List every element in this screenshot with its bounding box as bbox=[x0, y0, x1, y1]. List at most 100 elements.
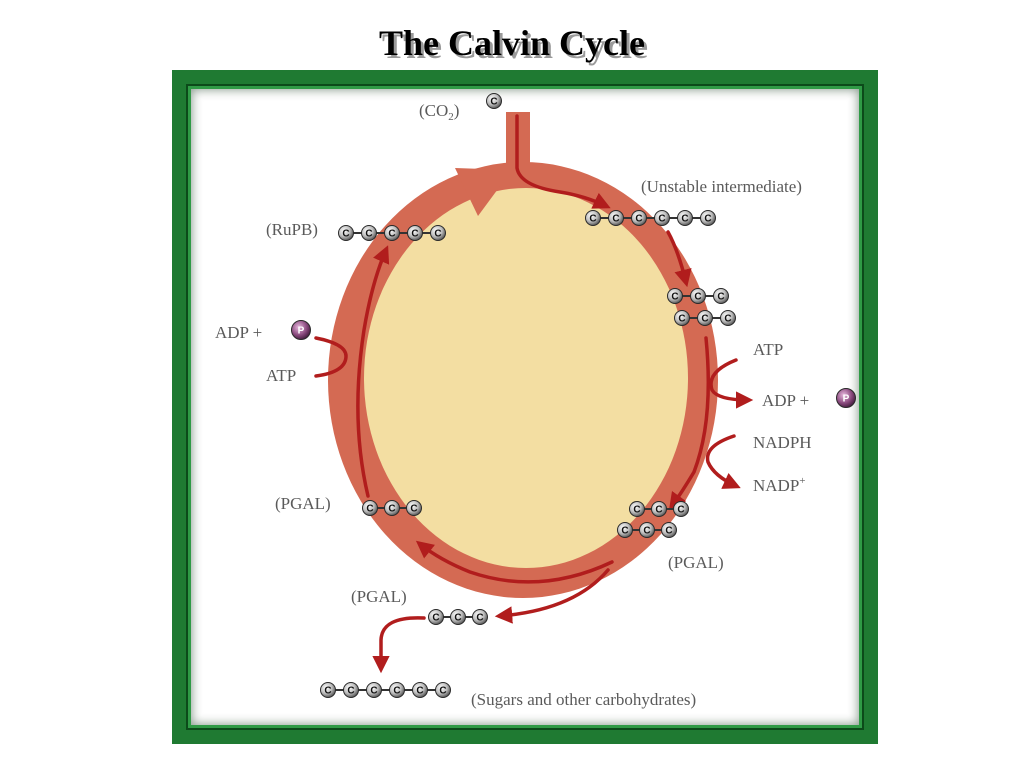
pgal-exit-molecule-carbon: C bbox=[450, 609, 466, 625]
co2-molecule-carbon: C bbox=[486, 93, 502, 109]
pgal-left-molecule-carbon: C bbox=[362, 500, 378, 516]
ring-arrowhead bbox=[455, 168, 512, 216]
svg-text:C: C bbox=[665, 526, 672, 537]
svg-text:C: C bbox=[589, 214, 596, 225]
svg-text:C: C bbox=[388, 229, 395, 240]
sugar-molecule-carbon: C bbox=[389, 682, 405, 698]
unstable-intermediate-carbon: C bbox=[608, 210, 624, 226]
svg-text:C: C bbox=[416, 686, 423, 697]
split-molecule-a-carbon: C bbox=[690, 288, 706, 304]
unstable-intermediate-carbon: C bbox=[631, 210, 647, 226]
svg-text:C: C bbox=[393, 686, 400, 697]
svg-text:C: C bbox=[658, 214, 665, 225]
pgal-bottom-label: (PGAL) bbox=[351, 587, 407, 606]
split-molecule-b-carbon: C bbox=[720, 310, 736, 326]
rupb-molecule-carbon: C bbox=[430, 225, 446, 241]
svg-text:C: C bbox=[411, 229, 418, 240]
pgal-right-molecule-b-carbon: C bbox=[617, 522, 633, 538]
svg-text:C: C bbox=[655, 505, 662, 516]
split-molecule-b-carbon: C bbox=[697, 310, 713, 326]
pgal-right-molecule-a-carbon: C bbox=[673, 501, 689, 517]
co2-label: (CO2) bbox=[419, 101, 459, 123]
arrow-to-rupb bbox=[356, 245, 390, 498]
arrow-intermediate-split bbox=[666, 230, 692, 288]
svg-text:C: C bbox=[490, 97, 497, 108]
arrow-reduction bbox=[668, 336, 710, 511]
sugar-molecule-carbon: C bbox=[366, 682, 382, 698]
adp-left-label: ADP + bbox=[215, 323, 262, 342]
svg-text:C: C bbox=[717, 292, 724, 303]
svg-text:C: C bbox=[621, 526, 628, 537]
svg-text:C: C bbox=[454, 613, 461, 624]
flow-arrows bbox=[314, 114, 754, 674]
rupb-label: (RuPB) bbox=[266, 220, 318, 239]
svg-text:C: C bbox=[681, 214, 688, 225]
svg-text:C: C bbox=[365, 229, 372, 240]
arrow-atp-adp-right bbox=[709, 358, 754, 409]
atp-right-label: ATP bbox=[753, 340, 783, 359]
pgal-exit-molecule-carbon: C bbox=[428, 609, 444, 625]
diagram-labels: (CO2) (Unstable intermediate) (RuPB) ADP… bbox=[215, 101, 812, 709]
arrow-pgal-exit bbox=[494, 568, 610, 624]
svg-text:C: C bbox=[432, 613, 439, 624]
split-molecule-b-carbon: C bbox=[674, 310, 690, 326]
unstable-intermediate-carbon: C bbox=[700, 210, 716, 226]
sugar-molecule-carbon: C bbox=[320, 682, 336, 698]
pgal-left-label: (PGAL) bbox=[275, 494, 331, 513]
sugars-label: (Sugars and other carbohydrates) bbox=[471, 690, 696, 709]
arrow-to-sugars bbox=[372, 616, 426, 674]
pgal-left-molecule-carbon: C bbox=[384, 500, 400, 516]
unstable-intermediate-carbon: C bbox=[677, 210, 693, 226]
arrow-pgal-regeneration bbox=[415, 540, 614, 584]
stroma-interior bbox=[364, 188, 688, 568]
split-molecule-a-carbon: C bbox=[713, 288, 729, 304]
svg-text:C: C bbox=[704, 214, 711, 225]
pgal-exit-molecule-carbon: C bbox=[472, 609, 488, 625]
svg-text:C: C bbox=[434, 229, 441, 240]
svg-text:C: C bbox=[410, 504, 417, 515]
arrow-co2-entry bbox=[515, 114, 611, 209]
svg-text:C: C bbox=[342, 229, 349, 240]
pgal-right-molecule-a-carbon: C bbox=[629, 501, 645, 517]
svg-text:C: C bbox=[388, 504, 395, 515]
nadp-label: NADP+ bbox=[753, 475, 806, 495]
unstable-intermediate-label: (Unstable intermediate) bbox=[641, 177, 802, 196]
rupb-molecule-carbon: C bbox=[361, 225, 377, 241]
pgal-right-molecule-a-carbon: C bbox=[651, 501, 667, 517]
pgal-left-molecule-carbon: C bbox=[406, 500, 422, 516]
sugar-molecule-carbon: C bbox=[412, 682, 428, 698]
arrow-nadph-nadp bbox=[705, 434, 741, 489]
pgal-right-label: (PGAL) bbox=[668, 553, 724, 572]
svg-text:C: C bbox=[671, 292, 678, 303]
sugar-molecule-carbon: C bbox=[343, 682, 359, 698]
pgal-right-molecule-b-carbon: C bbox=[639, 522, 655, 538]
svg-text:C: C bbox=[677, 505, 684, 516]
svg-text:C: C bbox=[366, 504, 373, 515]
unstable-intermediate-carbon: C bbox=[585, 210, 601, 226]
arrow-adp-atp-left bbox=[314, 336, 348, 378]
phosphate-right: P bbox=[836, 388, 856, 408]
svg-text:C: C bbox=[476, 613, 483, 624]
adp-right-label: ADP + bbox=[762, 391, 809, 410]
svg-text:C: C bbox=[643, 526, 650, 537]
rupb-molecule-carbon: C bbox=[407, 225, 423, 241]
rupb-molecule-carbon: C bbox=[384, 225, 400, 241]
unstable-intermediate-carbon: C bbox=[654, 210, 670, 226]
atp-left-label: ATP bbox=[266, 366, 296, 385]
nadph-label: NADPH bbox=[753, 433, 812, 452]
svg-text:C: C bbox=[347, 686, 354, 697]
svg-text:P: P bbox=[298, 326, 305, 337]
svg-text:C: C bbox=[678, 314, 685, 325]
svg-text:C: C bbox=[701, 314, 708, 325]
svg-text:P: P bbox=[843, 394, 850, 405]
svg-text:C: C bbox=[324, 686, 331, 697]
svg-text:C: C bbox=[635, 214, 642, 225]
svg-text:C: C bbox=[633, 505, 640, 516]
pgal-right-molecule-b-carbon: C bbox=[661, 522, 677, 538]
phosphate-left: P bbox=[291, 320, 311, 340]
svg-text:C: C bbox=[694, 292, 701, 303]
svg-text:C: C bbox=[439, 686, 446, 697]
page-title: The Calvin Cycle bbox=[379, 23, 645, 63]
